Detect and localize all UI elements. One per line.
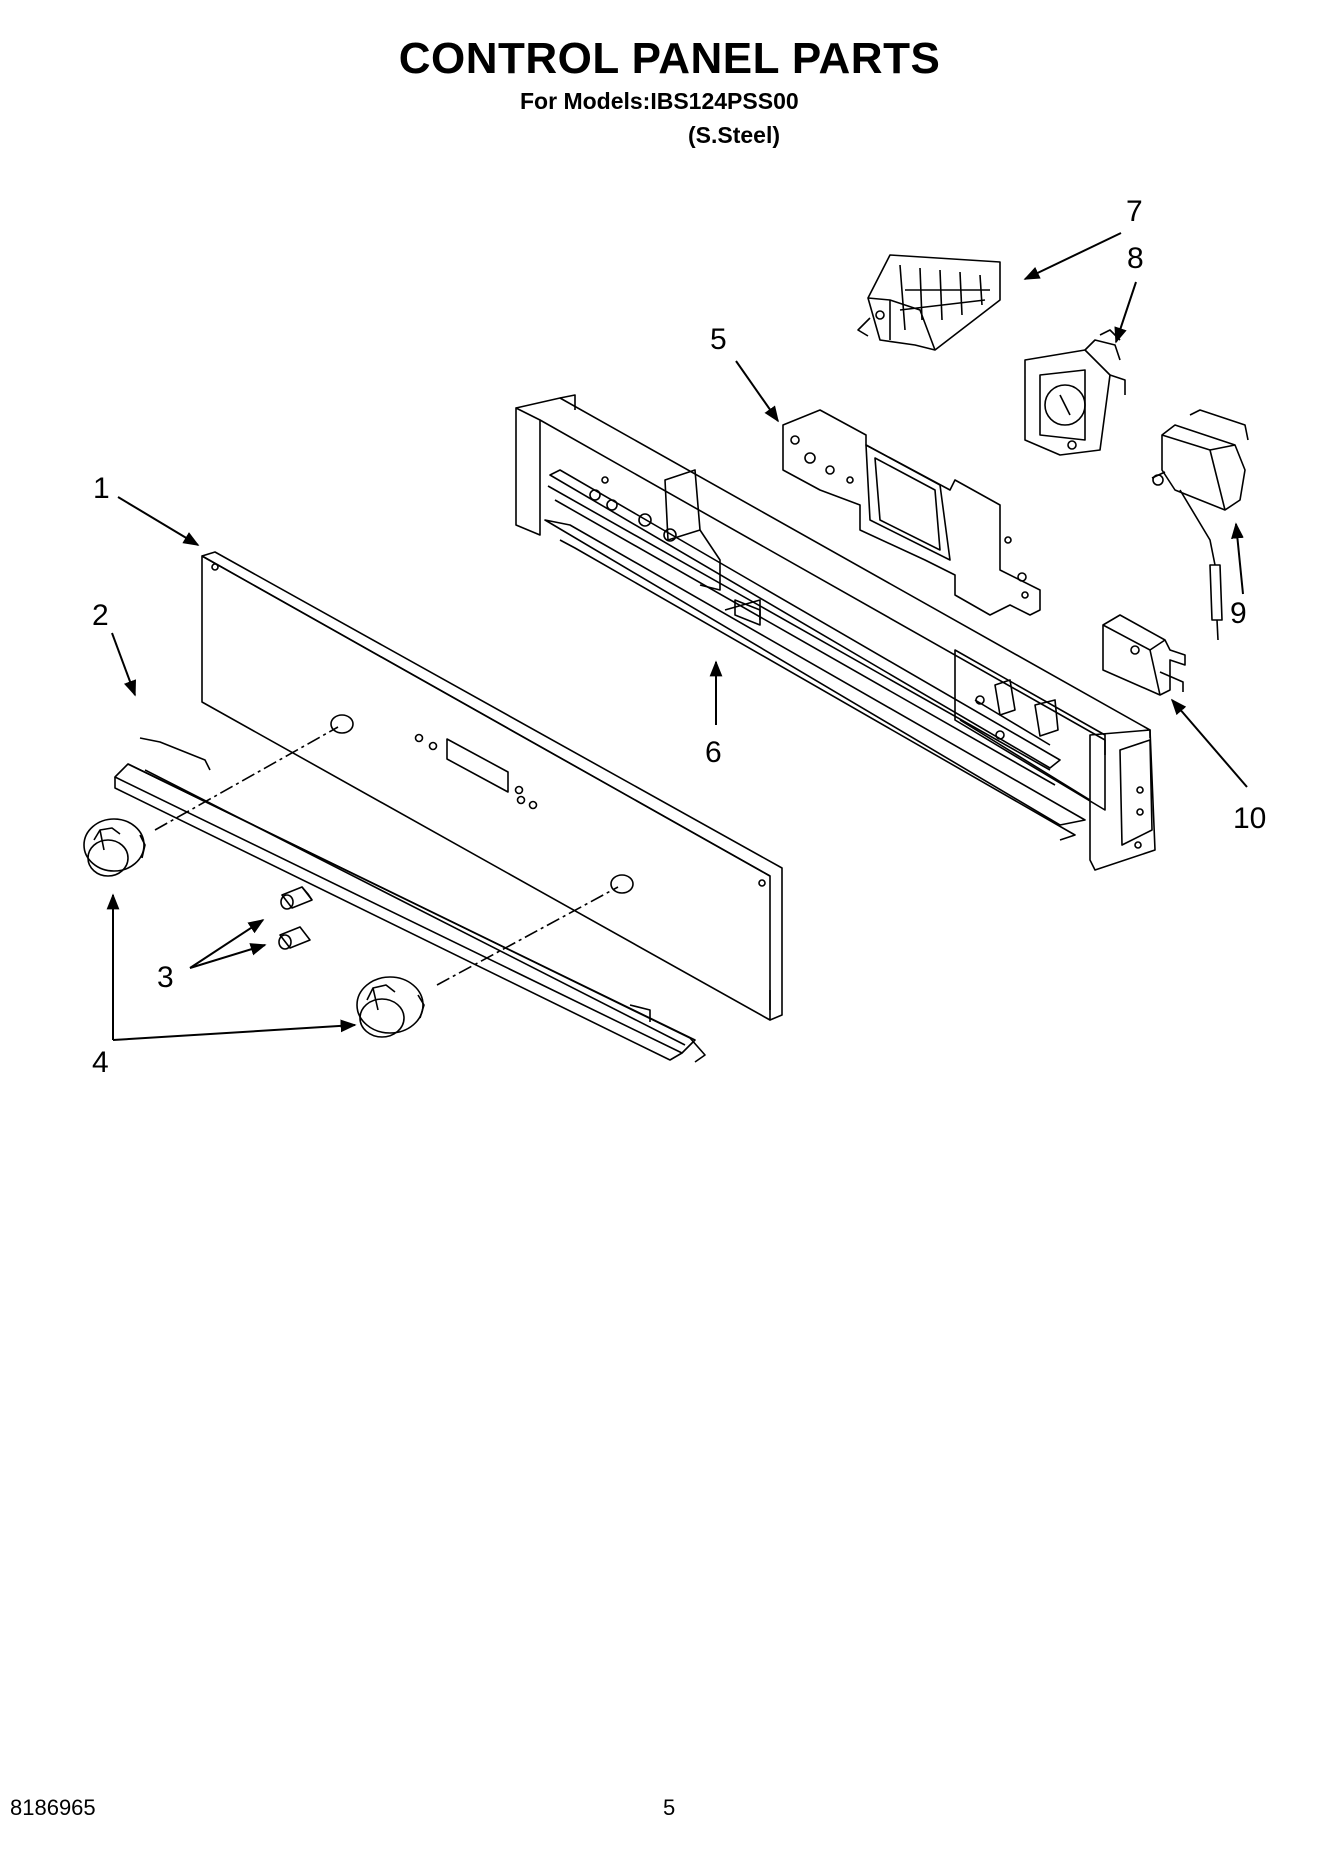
leader-arrow-9 bbox=[1231, 522, 1244, 595]
leader-arrow-2 bbox=[111, 632, 136, 697]
leader-arrow-5 bbox=[735, 360, 779, 423]
part-9-sensor bbox=[1151, 409, 1249, 641]
callout-1: 1 bbox=[93, 472, 110, 505]
callout-7: 7 bbox=[1126, 195, 1143, 228]
leader-arrow-7 bbox=[1023, 232, 1122, 280]
callout-2: 2 bbox=[92, 599, 109, 632]
leader-arrow-10 bbox=[1170, 698, 1248, 788]
callout-3: 3 bbox=[157, 961, 174, 994]
callout-9: 9 bbox=[1230, 597, 1247, 630]
part-8-thermostat bbox=[1024, 329, 1126, 456]
page-number: 5 bbox=[663, 1795, 676, 1820]
leader-arrow-3a bbox=[189, 919, 265, 969]
part-3-button-lower bbox=[278, 926, 311, 950]
leader-arrow-4 bbox=[106, 893, 357, 1041]
part-7-selector-switch bbox=[857, 254, 1001, 351]
part-4-knob-left bbox=[83, 818, 146, 877]
models-line: For Models:IBS124PSS00 bbox=[520, 88, 799, 114]
leader-arrow-8 bbox=[1114, 281, 1137, 344]
part-1-control-panel bbox=[201, 551, 783, 1021]
callout-6: 6 bbox=[705, 736, 722, 769]
finish-line: (S.Steel) bbox=[688, 122, 781, 148]
part-5-board-bracket bbox=[782, 409, 1041, 616]
part-2-trim-strip bbox=[114, 737, 706, 1063]
leader-arrow-3b bbox=[189, 943, 267, 969]
callout-8: 8 bbox=[1127, 242, 1144, 275]
callout-4: 4 bbox=[92, 1046, 109, 1079]
part-10-bracket bbox=[1102, 614, 1186, 696]
knob-left-alignment-line bbox=[154, 726, 339, 831]
part-6-panel-frame bbox=[515, 394, 1156, 871]
leader-arrow-1 bbox=[117, 496, 200, 546]
knob-right-alignment-line bbox=[436, 886, 619, 986]
callout-10: 10 bbox=[1233, 802, 1266, 835]
page-title: CONTROL PANEL PARTS bbox=[398, 34, 941, 83]
document-number: 8186965 bbox=[10, 1795, 96, 1820]
callout-5: 5 bbox=[710, 323, 727, 356]
part-4-knob-right bbox=[356, 976, 425, 1038]
part-3-button-upper bbox=[280, 886, 313, 910]
